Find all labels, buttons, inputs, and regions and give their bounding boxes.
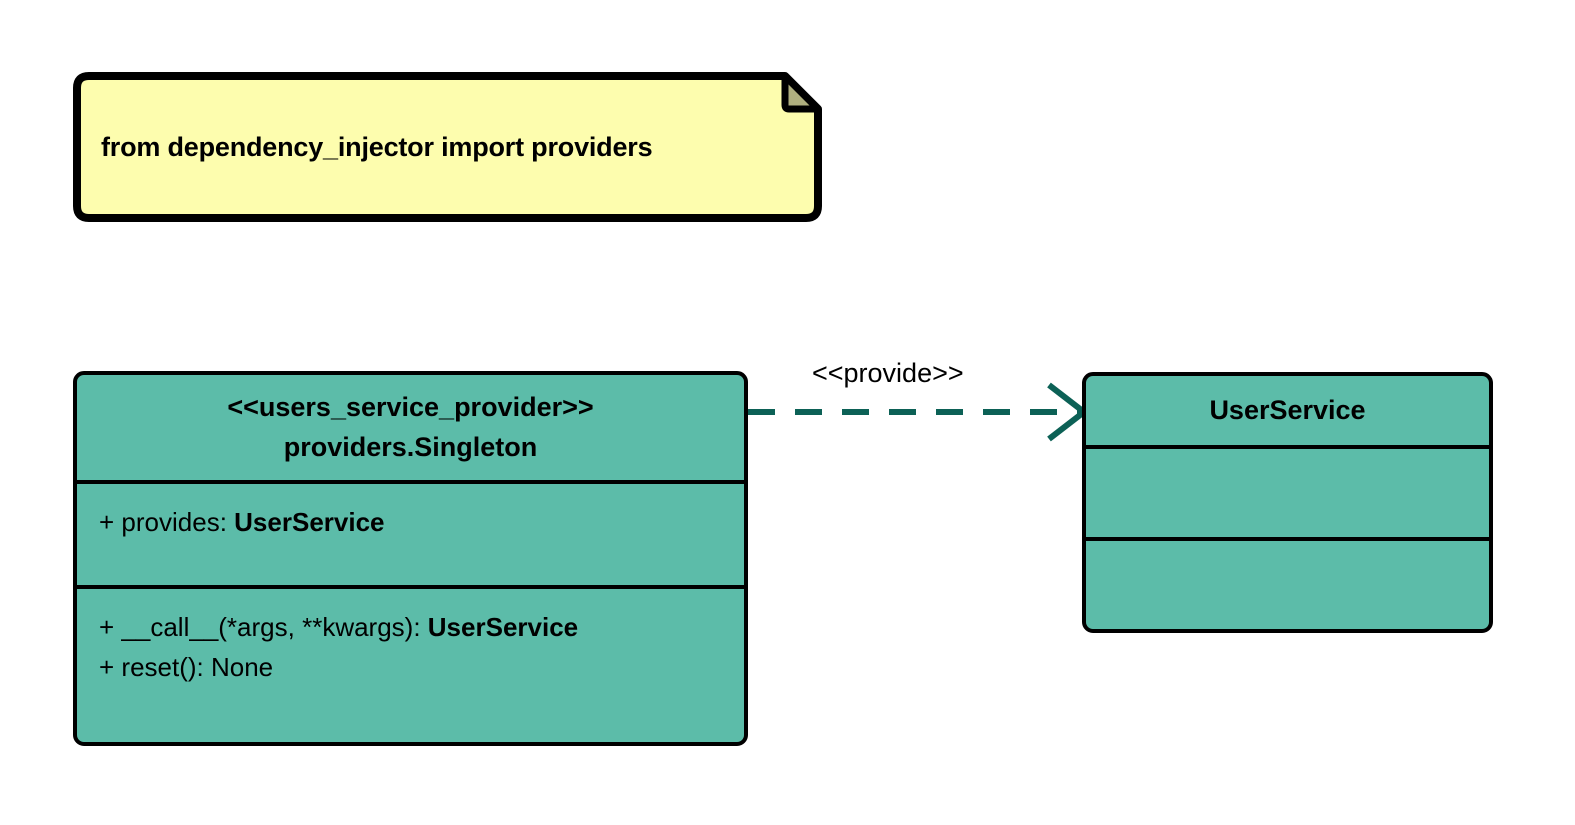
class-operations-compartment [1086, 537, 1489, 629]
class-attributes-compartment: + provides: UserService [77, 480, 744, 585]
dependency-label: <<provide>> [812, 358, 964, 388]
class-name: UserService [1209, 394, 1366, 425]
operation-row: + __call__(*args, **kwargs): UserService [99, 607, 722, 647]
class-name: providers.Singleton [283, 431, 538, 462]
class-box-user-service[interactable]: UserService [1082, 372, 1493, 633]
class-header-user-service: UserService [1086, 376, 1489, 445]
operation-visibility: + [99, 612, 115, 642]
note-text: from dependency_injector import provider… [101, 131, 653, 162]
class-stereotype: <<users_service_provider>> [227, 391, 594, 422]
attribute-visibility: + [99, 507, 115, 537]
operation-label: reset(): None [121, 652, 274, 683]
attribute-row: + provides: UserService [99, 502, 722, 542]
class-attributes-compartment [1086, 445, 1489, 537]
operation-label: __call__(*args, **kwargs): [121, 612, 428, 642]
note-comment[interactable]: from dependency_injector import provider… [73, 72, 822, 222]
class-header-users-service-provider: <<users_service_provider>> providers.Sin… [77, 375, 744, 480]
operation-type: UserService [427, 612, 579, 642]
operation-row: + reset(): None [99, 647, 722, 687]
class-box-users-service-provider[interactable]: <<users_service_provider>> providers.Sin… [73, 371, 748, 746]
attribute-type: UserService [234, 507, 385, 537]
operation-visibility: + [99, 652, 115, 683]
attribute-label: provides: [121, 507, 235, 537]
class-operations-compartment: + __call__(*args, **kwargs): UserService… [77, 585, 744, 742]
note-shape-icon [73, 72, 822, 222]
